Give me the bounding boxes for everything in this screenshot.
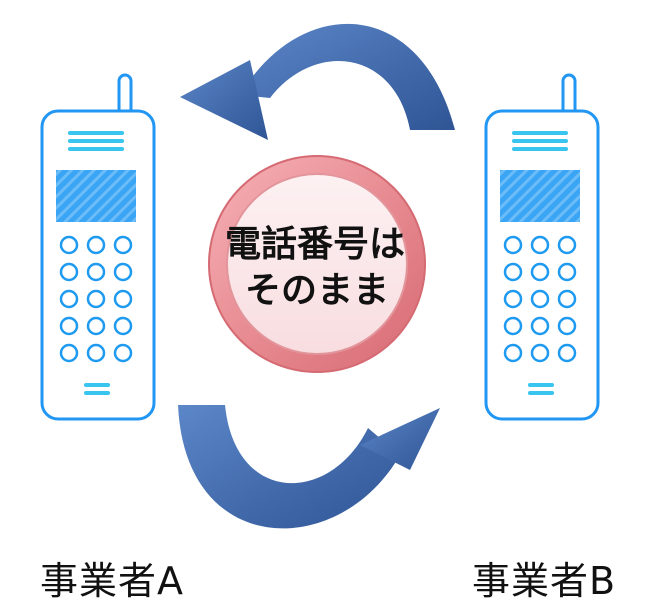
bottom-curved-arrow-icon <box>178 405 440 529</box>
phone-a-icon <box>40 73 156 421</box>
center-label-line1: 電話番号は <box>225 224 405 265</box>
top-curved-arrow-icon <box>180 23 455 140</box>
carrier-b-label: 事業者B <box>472 559 617 603</box>
carrier-a-label: 事業者A <box>40 559 184 603</box>
center-ring-icon <box>208 155 426 373</box>
center-label-line2: そのまま <box>245 270 389 311</box>
phone-b-icon <box>484 73 600 421</box>
